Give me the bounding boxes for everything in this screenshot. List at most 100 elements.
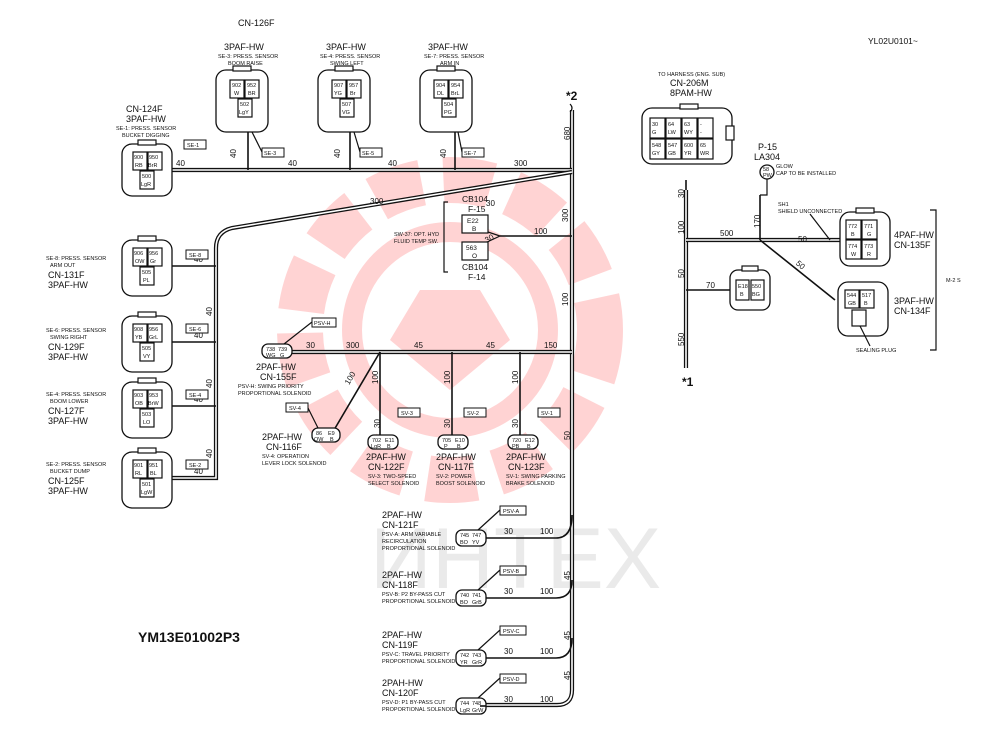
svg-text:744: 744 xyxy=(460,701,469,707)
len-label: 40 xyxy=(194,467,203,476)
svg-text:E10: E10 xyxy=(455,438,465,444)
connector-desc: BOOM RAISE xyxy=(228,61,263,67)
svg-text:505: 505 xyxy=(142,346,151,352)
len-label: 50 xyxy=(798,235,807,244)
connector-cn126[interactable]: CN-126F 3PAF-HW SE-3: PRESS. SENSOR BOOM… xyxy=(215,18,285,158)
svg-text:501: 501 xyxy=(142,482,151,488)
connector-type: 2PAF-HW xyxy=(436,452,476,462)
svg-text:742: 742 xyxy=(460,653,469,659)
connector-desc: TO HARNESS (ENG. SUB) xyxy=(658,72,725,78)
tag-label: SE-6 xyxy=(189,327,201,333)
svg-text:YG: YG xyxy=(334,91,342,97)
connector-name: CN-155F xyxy=(260,372,297,382)
connector-cn128[interactable]: 3PAF-HW SE-7: PRESS. SENSOR ARM IN 904 D… xyxy=(419,42,485,158)
connector-code: LA304 xyxy=(754,152,780,162)
len-label: 300 xyxy=(561,208,570,222)
connector-desc: ARM IN xyxy=(440,61,459,67)
svg-text:956: 956 xyxy=(149,327,158,333)
svg-text:E18: E18 xyxy=(738,284,748,290)
svg-text:GrB: GrB xyxy=(472,600,482,606)
svg-text:507: 507 xyxy=(342,102,351,108)
solenoid-psvh[interactable]: PSV-H 738 WG 739 G 2PAF-HW CN-155F PSV-H… xyxy=(238,317,337,397)
len-label: 680 xyxy=(563,126,572,140)
connector-desc: SE-6: PRESS. SENSOR xyxy=(46,328,106,334)
svg-text:SH1: SH1 xyxy=(778,202,789,208)
tag-label: SE-5 xyxy=(362,151,374,157)
connector-desc: BOOM LOWER xyxy=(50,399,89,405)
connector-cn127[interactable]: SE-4: PRESS. SENSOR BOOM LOWER CN-127F 3… xyxy=(46,377,209,439)
tag-label: SE-4 xyxy=(189,393,201,399)
svg-text:957: 957 xyxy=(349,83,358,89)
connector-cn134[interactable]: 544 GB 517 B 3PAF-HW CN-134F SEALING PLU… xyxy=(837,281,934,354)
len-label: 30 xyxy=(306,341,315,350)
len-label: 100 xyxy=(677,220,686,234)
switch-desc: SW-37: OPT. HYD xyxy=(394,232,439,238)
connector-cn131[interactable]: SE-8: PRESS. SENSOR ARM OUT CN-131F 3PAF… xyxy=(46,235,209,297)
len-label: 45 xyxy=(563,671,572,680)
switch-desc: FLUID TEMP SW. xyxy=(394,239,439,245)
svg-text:902: 902 xyxy=(232,83,241,89)
fluid-temp-switch[interactable]: SW-37: OPT. HYD FLUID TEMP SW. CB104 F-1… xyxy=(394,194,489,282)
connector-cn130[interactable]: 3PAF-HW SE-4: PRESS. SENSOR SWING LEFT 9… xyxy=(317,42,383,158)
svg-text:GB: GB xyxy=(668,151,676,157)
connector-desc: PROPORTIONAL SOLENOID xyxy=(382,546,455,552)
pin: 30G xyxy=(649,117,666,139)
connector-desc: PSV-C: TRAVEL PRIORITY xyxy=(382,652,450,658)
glow-connector[interactable]: P-15 LA304 GLOW CAP TO BE INSTALLED 58 P… xyxy=(754,142,836,196)
svg-text:SHIELD UNCONNECTED: SHIELD UNCONNECTED xyxy=(778,209,842,215)
solenoid-sv4[interactable]: SV-4 86 OW E9 B 2PAF-HW CN-116F SV-4: OP… xyxy=(262,402,341,467)
svg-text:LgR: LgR xyxy=(371,444,381,450)
len-label: 30 xyxy=(677,189,686,198)
svg-text:OW: OW xyxy=(135,259,145,265)
solenoid-sv2[interactable]: SV-2 705 P E10 B 2PAF-HW CN-117F SV-2: P… xyxy=(436,407,487,487)
len-label: 40 xyxy=(388,159,397,168)
svg-text:BrL: BrL xyxy=(451,91,460,97)
svg-text:WG: WG xyxy=(266,353,275,359)
len-label: 100 xyxy=(540,587,554,596)
len-label: 30 xyxy=(504,527,513,536)
connector-mid-2pin[interactable]: E18 B 550 BG xyxy=(729,265,771,311)
connector-type: 2PAF-HW xyxy=(256,362,296,372)
svg-text:GrR: GrR xyxy=(472,660,482,666)
connector-type: 2PAF-HW xyxy=(262,432,302,442)
svg-text:GrW: GrW xyxy=(472,708,484,714)
connector-desc: LEVER LOCK SOLENOID xyxy=(262,461,327,467)
svg-text:G: G xyxy=(280,353,284,359)
connector-type: 3PAF-HW xyxy=(48,352,88,362)
tag-label: SE-1 xyxy=(187,143,199,149)
solenoid-sv3[interactable]: SV-3 702 LgR E11 B 2PAF-HW CN-122F SV-3:… xyxy=(366,407,421,487)
solenoid-sv1[interactable]: SV-1 720 PB E12 B 2PAF-HW CN-123F SV-1: … xyxy=(506,407,566,487)
svg-text:GLOW: GLOW xyxy=(776,164,794,170)
connector-desc: BOOST SOLENOID xyxy=(436,481,485,487)
connector-desc: PROPORTIONAL SOLENOID xyxy=(382,599,455,605)
svg-text:741: 741 xyxy=(472,593,481,599)
svg-text:B: B xyxy=(864,301,868,307)
connector-cn129[interactable]: SE-6: PRESS. SENSOR SWING RIGHT CN-129F … xyxy=(46,311,209,373)
len-label: 100 xyxy=(511,370,520,384)
connector-name: CN-117F xyxy=(438,462,474,472)
tag-label: SE-2 xyxy=(189,463,201,469)
svg-text:B: B xyxy=(527,444,531,450)
connector-desc: RECIRCULATION xyxy=(382,539,427,545)
svg-text:LO: LO xyxy=(143,420,151,426)
len-label: 40 xyxy=(176,159,185,168)
connector-cn124[interactable]: CN-124F 3PAF-HW SE-1: PRESS. SENSOR BUCK… xyxy=(116,104,207,197)
len-label: 70 xyxy=(706,281,715,290)
svg-text:BL: BL xyxy=(150,471,157,477)
connector-cn135[interactable]: SH1 SHIELD UNCONNECTED 772B771G774W773R … xyxy=(778,202,934,267)
connector-name: CN-135F xyxy=(894,240,931,250)
svg-text:GB: GB xyxy=(848,301,856,307)
connector-desc: PSV-B: P2 BY-PASS CUT xyxy=(382,592,446,598)
len-label: 30 xyxy=(443,419,452,428)
connector-desc: SE-2: PRESS. SENSOR xyxy=(46,462,106,468)
svg-text:908: 908 xyxy=(134,327,143,333)
connector-cn125[interactable]: SE-2: PRESS. SENSOR BUCKET DUMP CN-125F … xyxy=(46,447,209,509)
connector-name: CN-129F xyxy=(48,342,85,352)
connector-cn206[interactable]: TO HARNESS (ENG. SUB) CN-206M 8PAM-HW 30… xyxy=(641,72,735,165)
